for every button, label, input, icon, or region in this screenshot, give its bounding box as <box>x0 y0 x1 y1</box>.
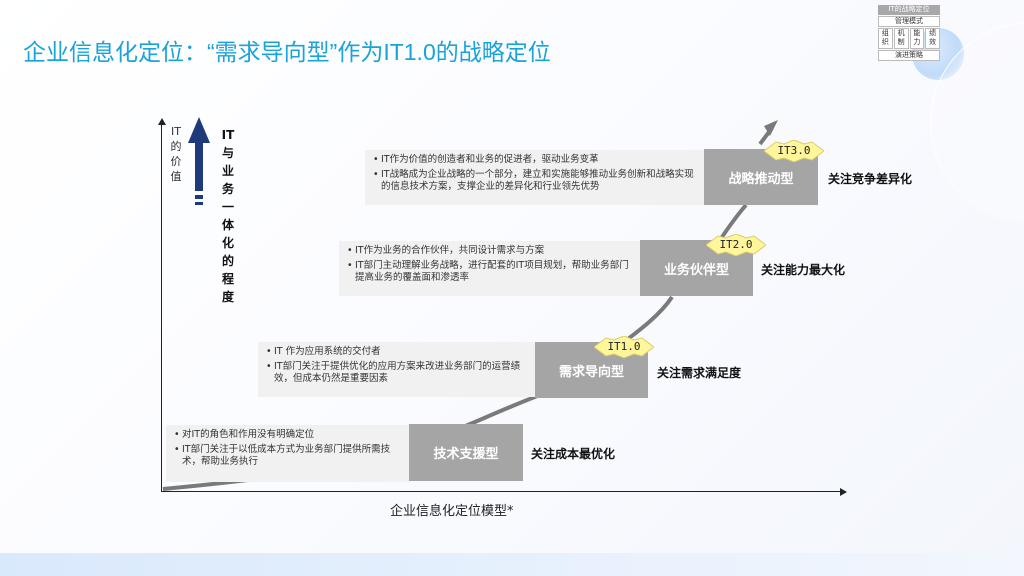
x-axis <box>161 491 841 492</box>
stage-description-business-partner: IT作为业务的合作伙伴，共同设计需求与方案 IT部门主动理解业务战略，进行配套的… <box>339 241 641 296</box>
x-axis-label: 企业信息化定位模型* <box>390 504 514 519</box>
integration-degree-label: IT 与 业 务 一 体 化 的 程 度 <box>219 126 237 306</box>
vertical-char: 与 <box>221 146 234 160</box>
vertical-char: 一 <box>221 200 234 214</box>
footer-band <box>0 553 1024 576</box>
y-axis-arrowhead-icon <box>158 118 166 125</box>
vertical-char: 务 <box>221 182 234 196</box>
badge-it3: IT3.0 <box>763 139 825 163</box>
matrix-cell: 绩效 <box>925 28 940 49</box>
badge-label: IT1.0 <box>607 340 641 353</box>
badge-label: IT3.0 <box>777 144 811 157</box>
bullet-text: 对IT的角色和作用没有明确定位 <box>174 429 402 441</box>
vertical-char: IT <box>221 128 235 142</box>
vertical-char: 化 <box>221 236 234 250</box>
stage-focus-tech-support: 关注成本最优化 <box>531 447 616 461</box>
matrix-cell: 组织 <box>878 28 893 49</box>
matrix-cell: 机制 <box>893 28 909 49</box>
bullet-text: IT部门关注于提供优化的应用方案来改进业务部门的运营绩效，但成本仍然是重要因素 <box>266 361 528 385</box>
bullet-text: IT部门关注于以低成本方式为业务部门提供所需技术，帮助业务执行 <box>174 444 402 468</box>
vertical-char: 程 <box>221 272 234 286</box>
bullet-text: IT 作为应用系统的交付者 <box>266 346 528 358</box>
up-arrow-icon <box>188 117 210 205</box>
stage-description-strategic-driver: IT作为价值的创造者和业务的促进者，驱动业务变革 IT战略成为企业战略的一个部分… <box>365 150 705 205</box>
bullet-text: IT作为价值的创造者和业务的促进者，驱动业务变革 <box>373 154 697 166</box>
matrix-top-row: 管理模式 <box>878 16 940 27</box>
y-label-char: 价 <box>170 155 182 168</box>
vertical-char: 度 <box>221 290 234 304</box>
stage-description-tech-support: 对IT的角色和作用没有明确定位 IT部门关注于以低成本方式为业务部门提供所需技术… <box>166 425 410 482</box>
y-label-char: 的 <box>170 140 182 153</box>
stage-focus-business-partner: 关注能力最大化 <box>761 263 846 277</box>
stage-box-business-partner: 业务伙伴型 <box>640 240 753 296</box>
badge-it1: IT1.0 <box>593 335 655 359</box>
stage-description-demand-oriented: IT 作为应用系统的交付者 IT部门关注于提供优化的应用方案来改进业务部门的运营… <box>258 342 536 397</box>
y-axis <box>161 124 162 492</box>
stage-box-tech-support: 技术支援型 <box>409 424 523 481</box>
matrix-cell: 能力 <box>909 28 925 49</box>
bullet-text: IT战略成为企业战略的一个部分，建立和实施能够推动业务创新和战略实现的信息技术方… <box>373 169 697 193</box>
matrix-header: IT的战略定位 <box>878 5 940 15</box>
x-axis-arrowhead-icon <box>840 488 847 496</box>
vertical-char: 业 <box>221 164 234 178</box>
matrix-bottom-row: 演进策略 <box>878 50 940 61</box>
page-title: 企业信息化定位：“需求导向型”作为IT1.0的战略定位 <box>23 39 551 65</box>
badge-it2: IT2.0 <box>705 233 767 257</box>
y-label-char: IT <box>171 125 181 138</box>
bullet-text: IT作为业务的合作伙伴，共同设计需求与方案 <box>347 245 633 257</box>
y-axis-label: IT 的 价 值 <box>169 124 183 184</box>
stage-focus-demand-oriented: 关注需求满足度 <box>657 366 742 380</box>
vertical-char: 的 <box>221 254 234 268</box>
vertical-char: 体 <box>221 218 234 232</box>
y-label-char: 值 <box>170 170 182 183</box>
bullet-text: IT部门主动理解业务战略，进行配套的IT项目规划，帮助业务部门提高业务的覆盖面和… <box>347 260 633 284</box>
badge-label: IT2.0 <box>719 238 753 251</box>
strategy-matrix-thumbnail: IT的战略定位 管理模式 组织 机制 能力 绩效 演进策略 <box>878 5 940 62</box>
stage-focus-strategic-driver: 关注竞争差异化 <box>828 172 913 186</box>
